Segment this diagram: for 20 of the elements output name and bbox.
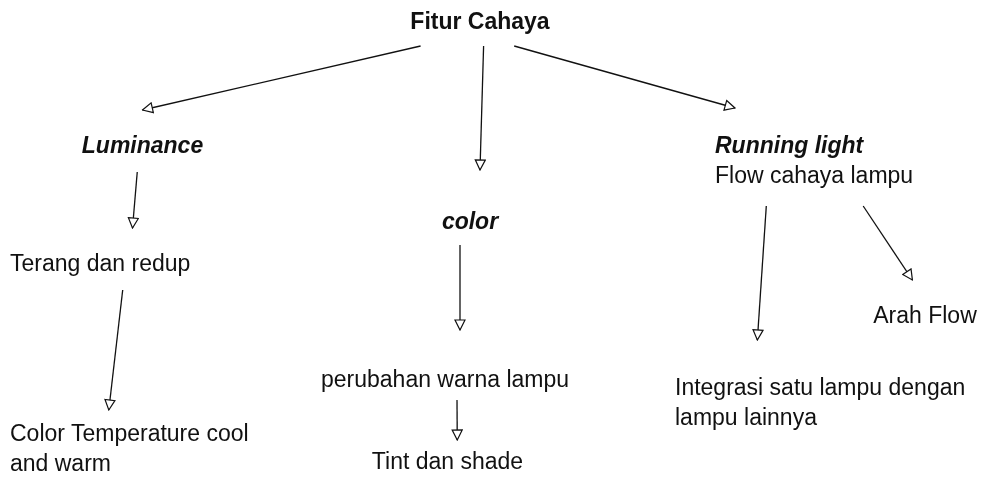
arrow — [513, 45, 736, 111]
node-text: Tint dan shade — [371, 447, 524, 476]
arrow — [104, 289, 124, 411]
heading-text: color — [441, 207, 499, 236]
heading-text: Luminance — [81, 131, 204, 160]
arrow — [451, 399, 463, 441]
node-text: Arah Flow — [873, 301, 977, 330]
arrow — [862, 205, 914, 281]
arrow — [127, 171, 139, 229]
arrow — [474, 45, 486, 171]
node-text: Flow cahaya lampu — [715, 161, 914, 190]
node-text: Integrasi satu lampu dengan lampu lainnya — [675, 373, 967, 432]
heading-text: Fitur Cahaya — [410, 7, 550, 36]
node-text: Terang dan redup — [10, 249, 191, 278]
arrow — [752, 205, 767, 341]
node-text: perubahan warna lampu — [320, 365, 570, 394]
heading-text: Running light — [715, 131, 864, 160]
arrow — [141, 45, 422, 114]
node-text: Color Temperature cool and warm — [10, 419, 250, 478]
arrow — [454, 244, 466, 331]
